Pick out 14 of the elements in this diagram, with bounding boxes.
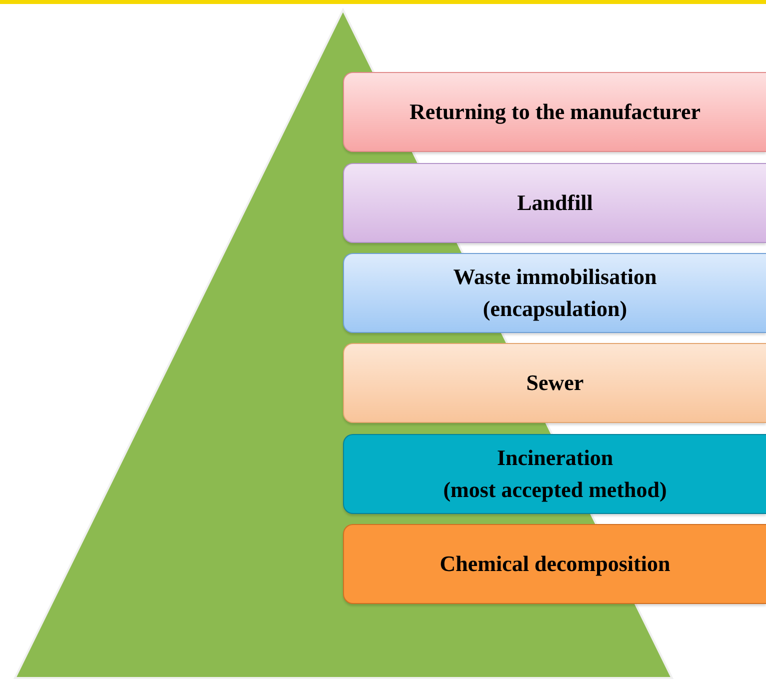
method-label: (most accepted method) (443, 476, 667, 504)
method-label: Sewer (526, 369, 584, 397)
method-box (343, 434, 766, 514)
method-box (343, 524, 766, 604)
method-label: Chemical decomposition (440, 550, 670, 578)
method-label: Landfill (517, 189, 593, 217)
method-box (343, 163, 766, 243)
method-box (343, 72, 766, 152)
method-label: Waste immobilisation (453, 263, 657, 291)
method-label: Returning to the manufacturer (409, 98, 701, 126)
method-label: Incineration (496, 444, 614, 472)
method-box (343, 253, 766, 333)
method-box (343, 343, 766, 423)
method-label: (encapsulation) (482, 295, 628, 323)
